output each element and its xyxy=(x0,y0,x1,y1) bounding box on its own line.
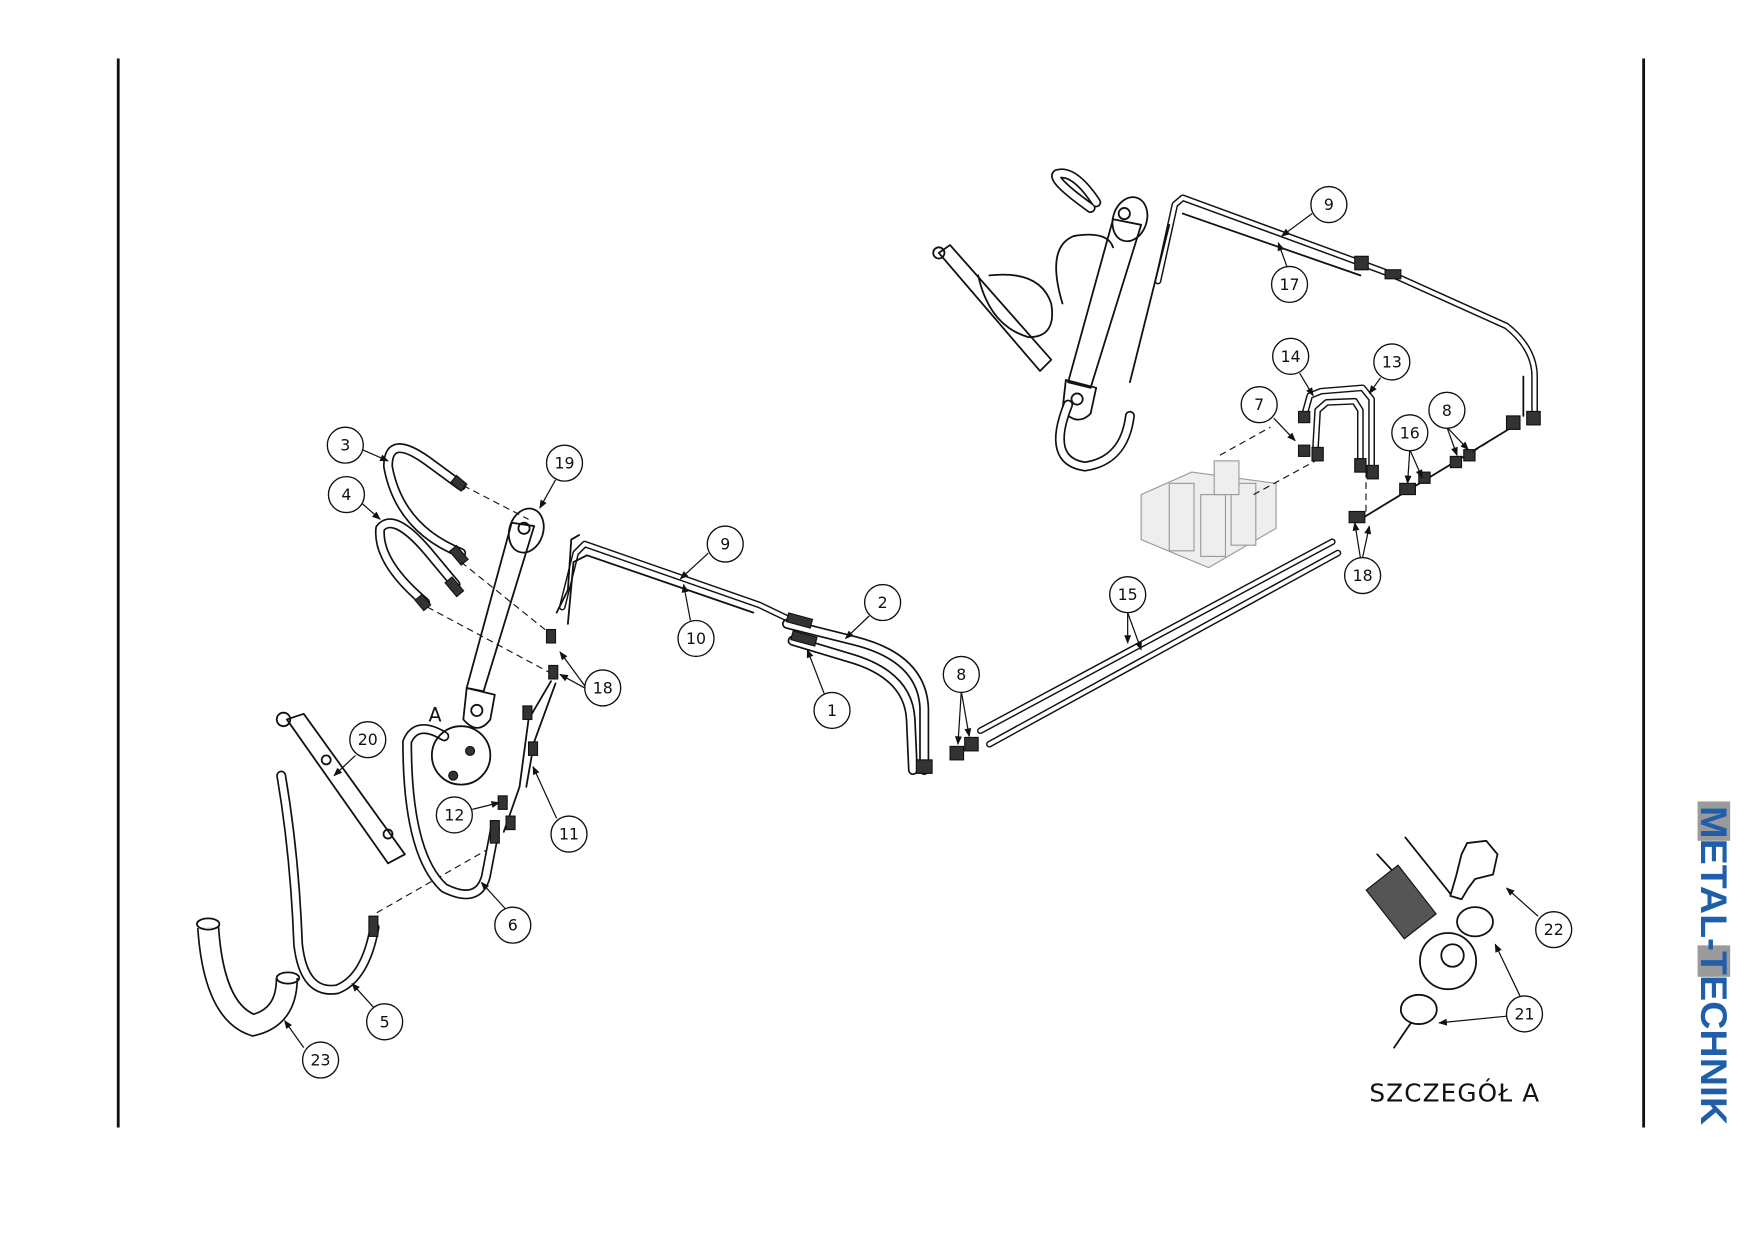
metal-technik-logo: METAL-TECHNIK xyxy=(1693,801,1735,1125)
detail-a-label: A xyxy=(428,704,441,727)
svg-text:10: 10 xyxy=(686,629,706,648)
svg-text:13: 13 xyxy=(1382,352,1402,371)
balloon-5: 5 xyxy=(365,1003,404,1041)
hose-3 xyxy=(382,443,467,559)
valve-block xyxy=(1140,426,1316,569)
balloon-1: 1 xyxy=(813,691,851,730)
balloon-15: 15 xyxy=(1109,575,1147,614)
balloon-14: 14 xyxy=(1272,337,1310,375)
detail-a-circle xyxy=(430,725,492,786)
hoses-1-2 xyxy=(782,618,930,776)
balloon-4: 4 xyxy=(327,475,366,514)
pipe-15 xyxy=(977,538,1342,748)
svg-text:17: 17 xyxy=(1280,275,1300,294)
balloon-19: 19 xyxy=(545,444,584,482)
svg-text:9: 9 xyxy=(1324,195,1334,214)
balloon-20: 20 xyxy=(349,720,387,759)
left-hydraulic-cylinder xyxy=(462,507,545,729)
balloon-6: 6 xyxy=(494,906,532,944)
balloon-17: 17 xyxy=(1270,265,1309,304)
svg-text:20: 20 xyxy=(358,730,378,749)
balloon-10: 10 xyxy=(677,619,715,658)
hose-5 xyxy=(276,770,380,995)
leader-lines xyxy=(284,213,1539,1049)
balloon-2: 2 xyxy=(863,583,902,622)
svg-text:22: 22 xyxy=(1544,920,1564,939)
balloon-23: 23 xyxy=(301,1041,340,1079)
balloon-22: 22 xyxy=(1535,910,1573,949)
balloon-8-right: 8 xyxy=(1428,391,1466,429)
svg-text:8: 8 xyxy=(1442,401,1452,420)
hose-4 xyxy=(374,518,461,608)
balloon-21: 21 xyxy=(1505,995,1544,1033)
svg-text:2: 2 xyxy=(878,593,888,612)
pipes-13-14 xyxy=(1300,384,1375,476)
svg-text:11: 11 xyxy=(559,825,579,844)
balloon-7: 7 xyxy=(1240,386,1278,424)
balloon-12: 12 xyxy=(435,796,474,834)
detail-a-view xyxy=(1365,836,1499,1049)
detail-a-title: SZCZEGÓŁ A xyxy=(1369,1078,1540,1108)
svg-text:9: 9 xyxy=(720,535,730,554)
svg-text:3: 3 xyxy=(340,436,350,455)
suction-hose-23 xyxy=(196,917,301,1037)
svg-text:12: 12 xyxy=(444,805,464,824)
pipe-9-17-right xyxy=(1129,194,1538,422)
svg-text:21: 21 xyxy=(1514,1004,1534,1023)
svg-text:8: 8 xyxy=(956,665,966,684)
svg-text:16: 16 xyxy=(1400,423,1420,442)
logo-text: METAL-TECHNIK xyxy=(1693,806,1735,1125)
svg-text:23: 23 xyxy=(311,1051,331,1070)
balloon-9-right: 9 xyxy=(1310,185,1348,224)
svg-text:5: 5 xyxy=(380,1012,390,1031)
svg-text:14: 14 xyxy=(1281,347,1301,366)
svg-text:6: 6 xyxy=(508,916,518,935)
balloon-18-left: 18 xyxy=(584,669,622,707)
svg-text:18: 18 xyxy=(1353,566,1373,585)
balloon-18-right: 18 xyxy=(1343,556,1382,595)
balloon-8-left: 8 xyxy=(942,655,980,694)
svg-text:19: 19 xyxy=(554,454,574,473)
cylinder-20 xyxy=(275,711,406,865)
svg-text:15: 15 xyxy=(1118,585,1138,604)
balloon-13: 13 xyxy=(1373,343,1411,381)
svg-text:7: 7 xyxy=(1254,395,1264,414)
hose-6 xyxy=(402,724,500,900)
svg-text:4: 4 xyxy=(341,485,351,504)
balloon-11: 11 xyxy=(550,815,588,853)
balloon-9-left: 9 xyxy=(706,525,744,563)
svg-text:1: 1 xyxy=(827,701,837,720)
pipe-9-10-left xyxy=(555,534,791,625)
svg-text:18: 18 xyxy=(593,678,613,697)
right-hydraulic-cylinder xyxy=(932,168,1149,472)
balloon-3: 3 xyxy=(326,426,364,464)
balloon-16: 16 xyxy=(1391,414,1429,452)
